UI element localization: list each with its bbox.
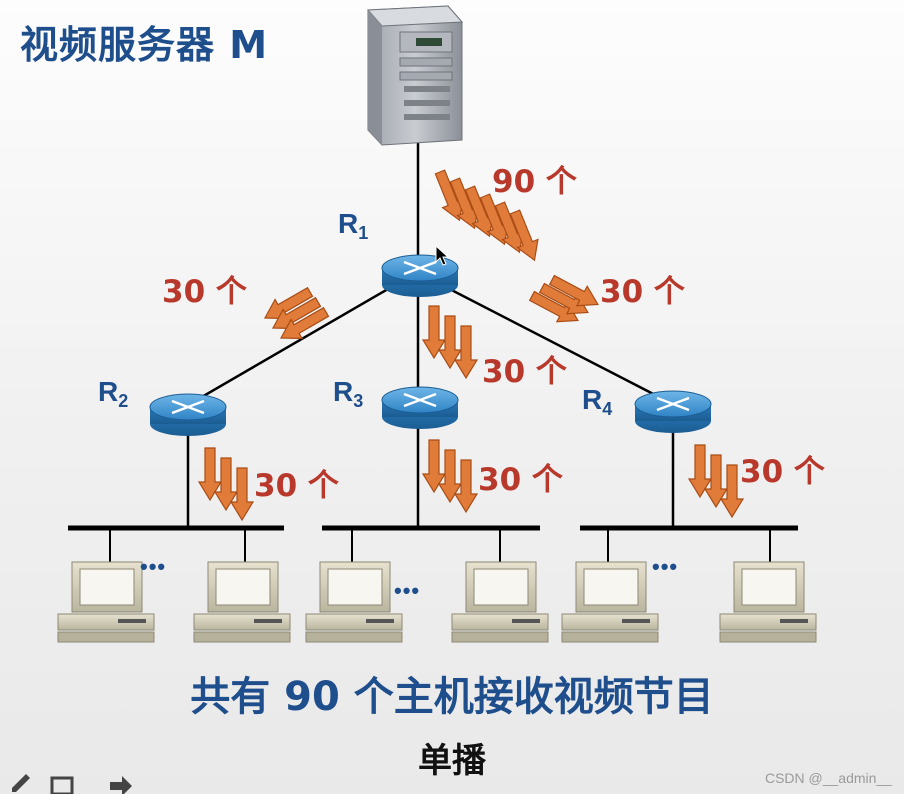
computer-icon: [561, 561, 659, 643]
slide-toolbar: [12, 774, 132, 794]
router-label-r2: R2: [98, 376, 129, 411]
arrows-r1-to-r2: [258, 281, 333, 349]
router-label-r3: R3: [333, 376, 364, 411]
flow-label-r2-lan: 30 个: [254, 468, 339, 504]
diagram-caption: 共有 90 个主机接收视频节目: [190, 674, 714, 720]
router-label-r4: R4: [582, 384, 613, 419]
router-r2-icon: [149, 393, 227, 436]
computer-icon: [193, 561, 291, 643]
pen-icon: [12, 774, 30, 792]
flow-label-r3-lan: 30 个: [478, 462, 563, 498]
watermark: CSDN @__admin__: [764, 770, 892, 786]
router-r3-icon: [381, 386, 459, 429]
arrows-r2-to-lan: [198, 447, 254, 521]
slides-icon: [50, 776, 74, 794]
mouse-cursor-icon: [435, 244, 450, 266]
lan-buses: [68, 525, 798, 566]
flow-label-server-r1: 90 个: [492, 164, 577, 200]
flow-label-r1-r3: 30 个: [482, 354, 567, 390]
arrows-r1-to-r3: [422, 305, 478, 379]
arrows-r1-to-r4: [526, 269, 604, 331]
computer-icon: [57, 561, 155, 643]
link-r1-r4: [435, 280, 666, 402]
video-server-icon: [366, 5, 464, 146]
router-r4-icon: [634, 390, 712, 433]
flow-label-r1-r4: 30 个: [600, 274, 685, 310]
computer-icon: [719, 561, 817, 643]
computer-icon: [305, 561, 403, 643]
ellipsis-hosts-r4: •••: [652, 554, 679, 579]
ellipsis-hosts-r2: •••: [140, 554, 167, 579]
router-label-r1: R1: [338, 208, 369, 243]
arrows-r3-to-lan: [422, 439, 478, 513]
diagram-subcaption: 单播: [418, 741, 486, 781]
computer-icon: [451, 561, 549, 643]
arrows-r4-to-lan: [688, 444, 744, 518]
page-title: 视频服务器 M: [20, 23, 269, 67]
flow-label-r1-r2: 30 个: [162, 274, 247, 310]
ellipsis-hosts-r3: •••: [394, 578, 421, 603]
link-lines: [186, 140, 675, 528]
next-arrow-icon: [110, 776, 132, 794]
flow-label-r4-lan: 30 个: [740, 454, 825, 490]
link-r1-r2: [187, 280, 401, 407]
router-r1-icon: [381, 254, 459, 297]
host-computers: [57, 561, 817, 643]
